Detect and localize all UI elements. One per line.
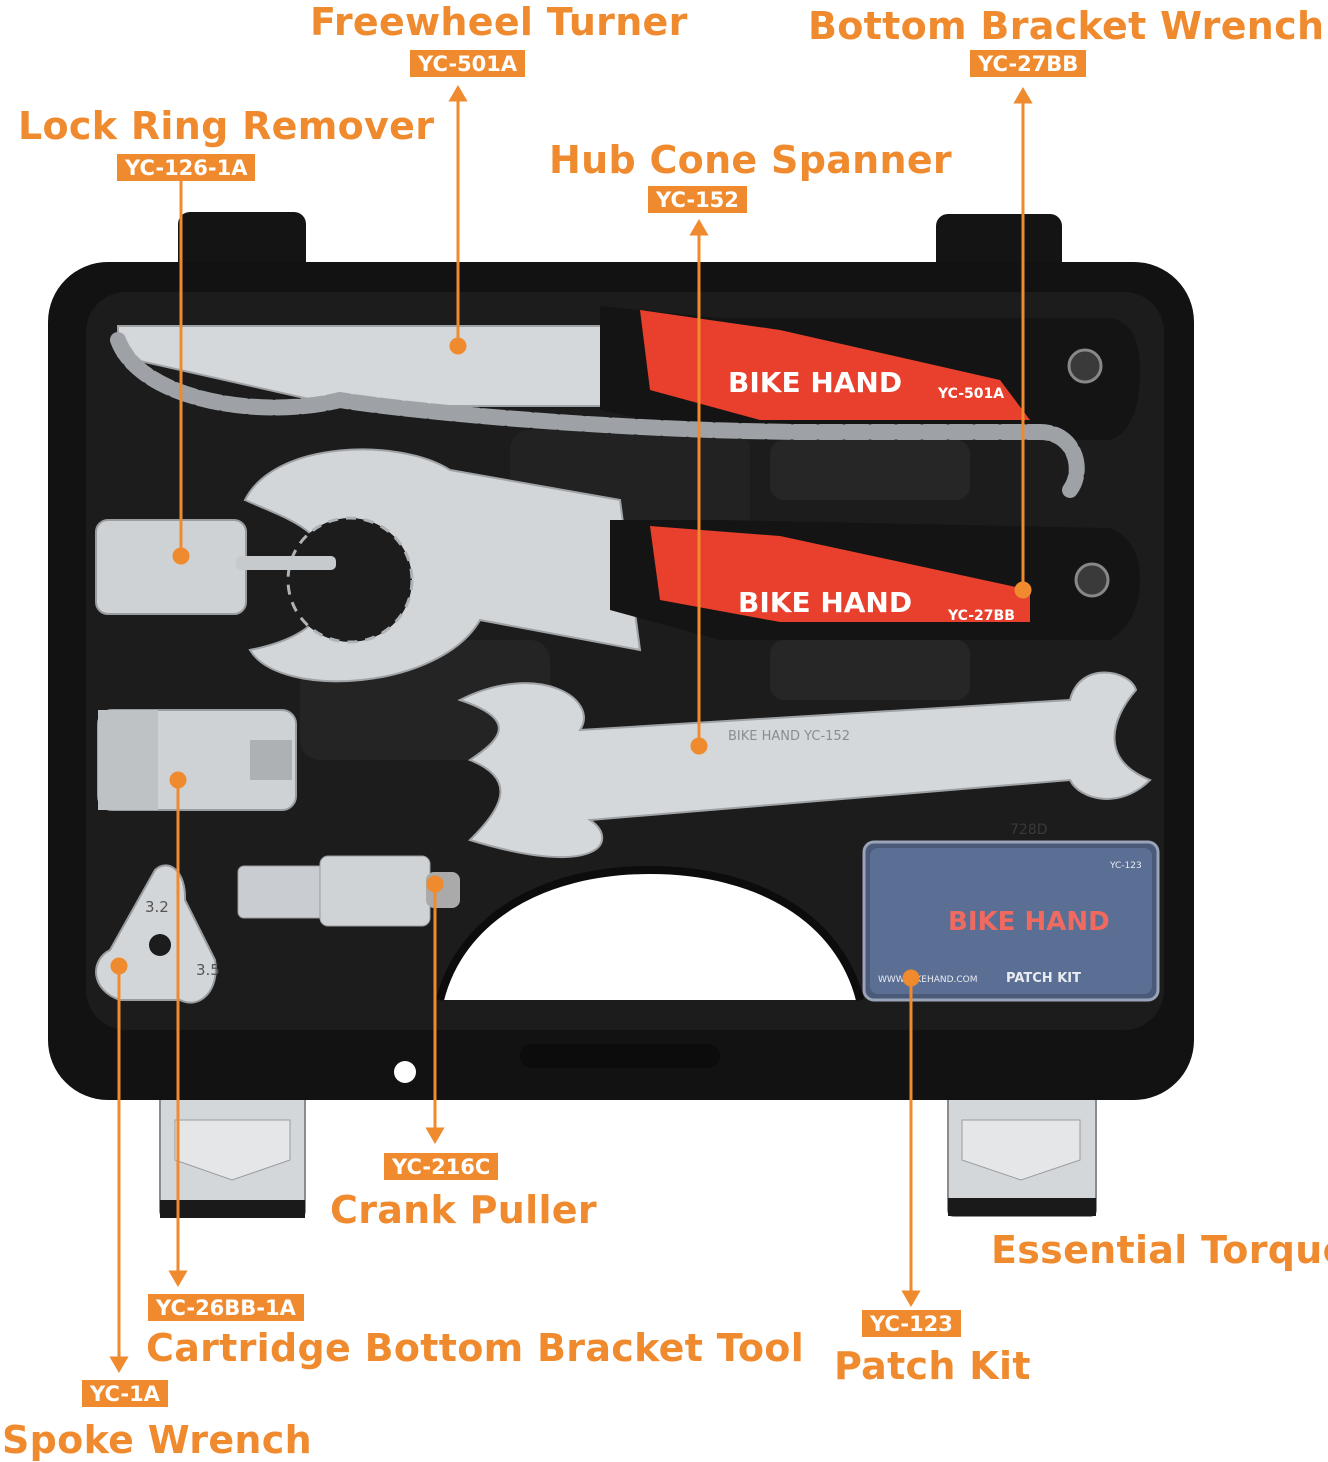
cartridge-bb-label: Cartridge Bottom Bracket Tool	[146, 1326, 805, 1370]
left-latch	[159, 1057, 306, 1218]
patch-kit-box: BIKE HAND PATCH KIT WWW.BIKEHAND.COM YC-…	[862, 840, 1160, 1002]
lock-ring-dot	[172, 547, 190, 565]
bottom-bracket-wrench-label: Bottom Bracket Wrench	[808, 4, 1325, 48]
freewheel-dot	[449, 337, 467, 355]
cone-spanner-dot	[690, 737, 708, 755]
crank-puller-arrowhead	[425, 1127, 445, 1144]
spoke-wrench-label: Spoke Wrench	[2, 1418, 312, 1462]
patch-kit-label: Patch Kit	[834, 1344, 1031, 1388]
bottom-bracket-wrench-code: YC-27BB	[970, 50, 1087, 77]
bottom-bracket-wrench-tool: BIKE HAND YC-27BB	[243, 448, 1140, 683]
hub-cone-spanner-label: Hub Cone Spanner	[549, 138, 952, 182]
spoke-wrench-dot	[110, 957, 128, 975]
patch-box-label: PATCH KIT	[1006, 971, 1081, 986]
spoke-wrench-code: YC-1A	[82, 1380, 168, 1407]
spoke-size-1: 3.2	[145, 898, 169, 916]
patch-kit-code: YC-123	[862, 1310, 961, 1337]
freewheel-model-text: YC-501A	[937, 386, 1004, 402]
bb-wrench-brand-text: BIKE HAND	[738, 586, 912, 619]
patch-box-url: WWW.BIKEHAND.COM	[878, 975, 978, 985]
bb-wrench-arrowhead	[1013, 87, 1033, 104]
cartridge-bb-code: YC-26BB-1A	[148, 1294, 304, 1321]
cartridge-bb-arrowhead	[168, 1270, 188, 1287]
cartridge-bb-dot	[169, 771, 187, 789]
patch-kit-arrowhead	[901, 1290, 921, 1307]
freewheel-brand-text: BIKE HAND	[728, 366, 902, 399]
cartridge-bb-tool	[97, 709, 297, 811]
freewheel-turner-tool: BIKE HAND YC-501A	[110, 306, 1140, 498]
lock-ring-remover-tool	[95, 519, 336, 615]
crank-puller-tool	[237, 855, 460, 927]
bb-wrench-model-text: YC-27BB	[947, 608, 1015, 624]
lock-ring-remover-label: Lock Ring Remover	[18, 104, 435, 148]
lock-ring-remover-code: YC-126-1A	[117, 154, 256, 181]
essential-torque-label: Essential Torque	[991, 1228, 1328, 1272]
freewheel-turner-code: YC-501A	[410, 50, 526, 77]
freewheel-turner-label: Freewheel Turner	[310, 0, 688, 44]
tray-code: 728D	[1010, 822, 1048, 838]
crank-puller-dot	[426, 875, 444, 893]
spoke-size-2: 3.5	[196, 961, 220, 979]
patch-kit-dot	[902, 969, 920, 987]
callout-leaders	[109, 85, 1033, 1373]
cone-spanner-marking: BIKE HAND YC-152	[728, 729, 850, 744]
crank-puller-code: YC-216C	[384, 1153, 499, 1180]
crank-puller-label: Crank Puller	[330, 1188, 597, 1232]
cone-spanner-arrowhead	[689, 219, 709, 236]
bb-wrench-dot	[1014, 581, 1032, 599]
spoke-wrench-arrowhead	[109, 1356, 129, 1373]
hub-cone-spanner-tool: BIKE HAND YC-152	[457, 671, 1152, 859]
patch-box-brand: BIKE HAND	[948, 907, 1110, 937]
hub-cone-spanner-code: YC-152	[648, 186, 747, 213]
patch-box-model: YC-123	[1109, 861, 1142, 871]
freewheel-arrowhead	[448, 85, 468, 102]
